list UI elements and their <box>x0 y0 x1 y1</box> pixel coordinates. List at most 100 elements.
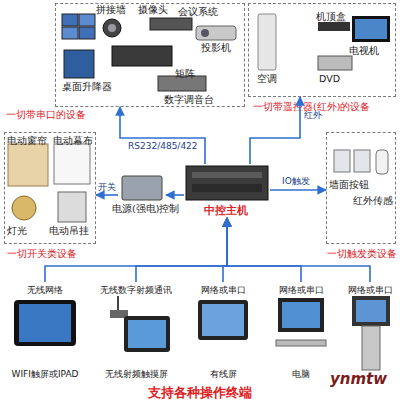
device-label: DVD <box>319 73 340 85</box>
link-label: 无线数字射频通讯 <box>92 284 180 296</box>
matrix-rack <box>112 46 172 66</box>
device-label: 红外传感 <box>353 195 393 207</box>
wall-button <box>334 150 350 172</box>
host-label: 中控主机 <box>204 204 248 216</box>
device-label: 电源(强电)控制 <box>112 203 179 215</box>
connector <box>96 194 118 196</box>
group-caption: 一切触发类设备 <box>327 248 397 260</box>
dvd-player <box>318 56 352 70</box>
device-label: 数字调音台 <box>164 94 214 106</box>
screen-tile <box>62 27 78 39</box>
terminal-box: 无线网络 WIFI触屏或IPAD <box>4 282 86 382</box>
hanging-lift <box>58 192 86 222</box>
connector <box>166 194 184 196</box>
kiosk-display <box>356 300 386 322</box>
edge-label: 开关 <box>98 182 116 193</box>
edge-label: IO触发 <box>282 176 310 187</box>
monitor-screen <box>282 302 320 328</box>
chandelier <box>12 196 36 220</box>
host-panel <box>192 172 262 178</box>
bottom-caption: 支持各种操作终端 <box>143 384 257 400</box>
curtain <box>8 144 48 186</box>
ir-sensor <box>376 150 388 174</box>
device-label: 投影机 <box>201 42 231 54</box>
projector <box>196 26 236 40</box>
device-group: 电动窗帘电动幕布灯光电动吊挂一切开关类设备 <box>4 132 96 244</box>
device-label: 电动窗帘 <box>7 135 47 147</box>
device-label: 空调 <box>257 73 277 85</box>
terminal-label: 有线屏 <box>188 368 258 380</box>
device-label: 灯光 <box>7 225 27 237</box>
screen-tile <box>79 14 95 26</box>
connector <box>120 107 205 164</box>
screen-tile <box>79 27 95 39</box>
device-label: 桌面升降器 <box>62 81 112 93</box>
group-caption: 一切带串口的设备 <box>6 109 86 121</box>
watermark: ynmtw <box>330 370 387 388</box>
kiosk-screen <box>352 296 390 326</box>
device-group: 墙面按钮红外传感一切触发类设备 <box>326 132 396 244</box>
device-label: 电视机 <box>349 45 379 57</box>
air-conditioner <box>258 14 276 70</box>
conference-unit <box>150 18 192 30</box>
camera-lens <box>108 24 116 32</box>
terminal-box: 网络或串口有线屏 <box>188 282 258 382</box>
connector <box>227 218 301 282</box>
terminal-box: 网络或串口电脑 <box>266 282 336 382</box>
keyboard <box>276 340 326 346</box>
desk-lifter <box>64 50 94 78</box>
device-label: 电动吊挂 <box>49 225 89 237</box>
terminal-label: 无线射频触摸屏 <box>92 368 180 380</box>
device-label: 会议系统 <box>178 6 218 18</box>
terminal-box: 无线数字射频通讯无线射频触摸屏 <box>92 282 180 382</box>
device-label: 墙面按钮 <box>329 179 369 191</box>
monitor <box>278 298 324 332</box>
connector <box>270 189 326 191</box>
tablet-screen <box>19 304 71 342</box>
connector <box>227 218 370 282</box>
wired-screen <box>202 304 244 336</box>
tv-screen <box>355 19 387 39</box>
terminal-box: 网络或串口 <box>342 282 398 382</box>
rf-touch-screen <box>128 320 166 348</box>
device-label: 电动幕布 <box>53 135 93 147</box>
terminal-label: 电脑 <box>266 368 336 380</box>
device-label: 拼接墙 <box>96 4 126 16</box>
video-wall <box>62 14 95 39</box>
device-label: 矩阵 <box>175 68 195 80</box>
motor-screen <box>54 144 90 184</box>
device-label: 摄像头 <box>138 4 168 16</box>
host-rack <box>186 166 268 200</box>
group-caption: 一切开关类设备 <box>7 248 77 260</box>
wired-screen-frame <box>198 300 248 340</box>
device-label: 机顶盒 <box>316 11 346 23</box>
edge-label: RS232/485/422 <box>128 141 198 152</box>
rf-touch-frame <box>124 316 170 352</box>
camera-dome <box>103 19 121 37</box>
wall-button <box>354 150 370 172</box>
connector <box>250 97 300 164</box>
link-label: 网络或串口 <box>342 284 398 296</box>
link-label: 网络或串口 <box>188 284 258 296</box>
link-label: 无线网络 <box>4 284 86 296</box>
device-group: 拼接墙摄像头会议系统投影机矩阵桌面升降器数字调音台一切带串口的设备 <box>55 3 245 107</box>
power-controller <box>122 176 162 200</box>
edge-label: 红外 <box>304 110 322 121</box>
device-group: 机顶盒电视机DVD空调一切带遥控器(红外)的设备 <box>248 3 396 97</box>
host-ports <box>192 184 262 192</box>
antenna <box>117 296 119 310</box>
power-controller-box: 电源(强电)控制 <box>118 172 166 216</box>
set-top-box <box>318 22 350 31</box>
connector <box>136 218 227 282</box>
screen-tile <box>62 14 78 26</box>
link-label: 网络或串口 <box>266 284 336 296</box>
projector-lens <box>201 29 209 37</box>
connector <box>45 218 227 282</box>
kiosk-stand <box>362 326 380 370</box>
tablet-frame <box>14 300 76 346</box>
terminal-label: WIFI触屏或IPAD <box>4 368 86 380</box>
central-host: 中控主机 <box>184 164 270 218</box>
